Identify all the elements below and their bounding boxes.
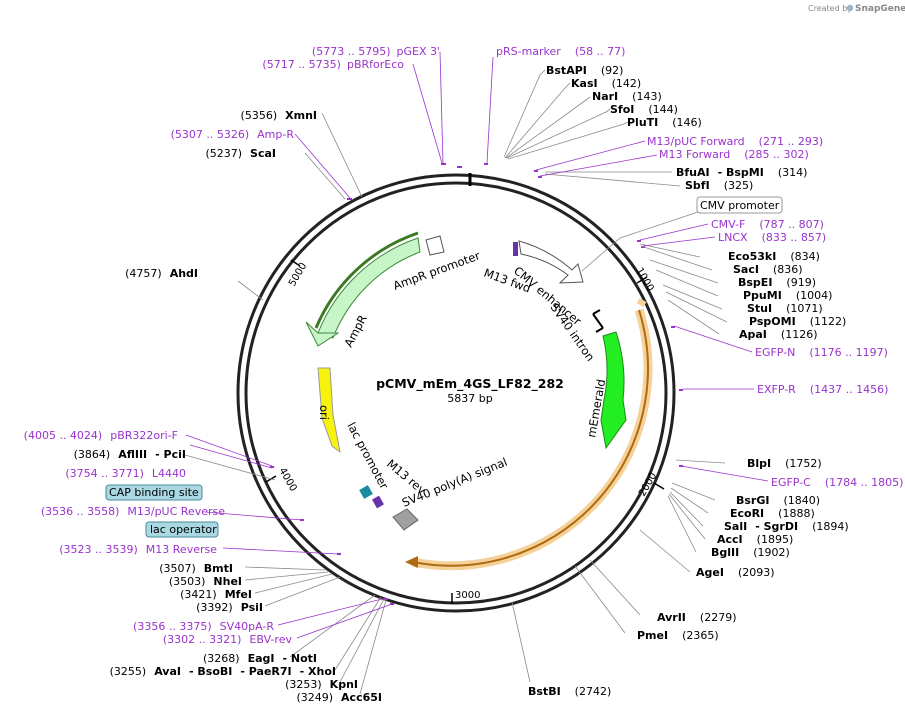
primer-leader-lines <box>185 51 769 639</box>
cmv-promoter-box[interactable] <box>696 196 783 214</box>
features <box>305 231 653 571</box>
primer-ebv-rev: (3302 .. 3321)EBV-rev <box>163 633 293 646</box>
site-blpi: BlpI(1752) <box>747 457 822 470</box>
tick-label-1000: 1000 <box>633 266 655 294</box>
plasmid-size: 5837 bp <box>447 392 492 405</box>
sv40-polya-block[interactable] <box>392 508 419 531</box>
primer-pbrforeco: (5717 .. 5735)pBRforEco <box>262 58 404 71</box>
primer-prs-marker: pRS-marker(58 .. 77) <box>496 45 625 58</box>
site-stui: StuI(1071) <box>747 302 823 315</box>
site-ppumi: PpuMI(1004) <box>743 289 832 302</box>
site-ahdi: (4757)AhdI <box>125 267 198 280</box>
ori-arrow[interactable] <box>317 367 341 454</box>
site-avai: (3255)AvaI- BsoBI- PaeR7I- XhoI <box>110 665 336 678</box>
site-sfoi: SfoI(144) <box>610 103 678 116</box>
sv40-intron-marker[interactable] <box>592 309 604 333</box>
primer-lncx: LNCX(833 .. 857) <box>718 231 826 244</box>
site-eco53ki: Eco53kI(834) <box>728 250 820 263</box>
primer-pgex-3: (5773 .. 5795)pGEX 3' <box>312 45 440 58</box>
site-nari: NarI(143) <box>592 90 662 103</box>
feature-label-ori: ori <box>317 405 331 420</box>
plasmid-name: pCMV_mEm_4GS_LF82_282 <box>376 376 564 392</box>
site-saci: SacI(836) <box>733 263 803 276</box>
primer-m13-reverse: (3523 .. 3539)M13 Reverse <box>59 543 217 556</box>
site-bsrgi: BsrGI(1840) <box>736 494 820 507</box>
backbone-inner-ring <box>244 181 668 605</box>
snapgene-logo-icon <box>846 4 854 12</box>
tick-5000 <box>290 259 301 267</box>
cap-binding-site-label: CAP binding site <box>109 486 199 499</box>
site-scai: (5237)ScaI <box>205 147 276 160</box>
site-pluti: PluTI(146) <box>627 116 702 129</box>
primer-exfp-r: EXFP-R(1437 .. 1456) <box>757 383 888 396</box>
site-acc65i: (3249)Acc65I <box>296 691 382 704</box>
site-bstbi: BstBI(2742) <box>528 685 611 698</box>
primer-cmv-f: CMV-F(787 .. 807) <box>711 218 824 231</box>
feature-label-ampr: AmpR <box>341 312 369 349</box>
orf-start <box>636 297 647 308</box>
site-agei: AgeI(2093) <box>696 566 775 579</box>
primer-l4440: (3754 .. 3771)L4440 <box>65 467 186 480</box>
site-afliii: (3864)AflIII- PciI <box>74 448 186 461</box>
site-ecori: EcoRI(1888) <box>730 507 815 520</box>
primer-pbr322ori-f: (4005 .. 4024)pBR322ori-F <box>24 429 178 442</box>
lac-operator-box[interactable] <box>145 521 219 538</box>
credit-prefix: Created by <box>808 4 852 13</box>
site-xmni: (5356)XmnI <box>241 109 317 122</box>
site-bspei: BspEI(919) <box>738 276 816 289</box>
site-acci: AccI(1895) <box>717 533 793 546</box>
site-bmti: (3507)BmtI <box>159 562 233 575</box>
primer-m13-puc-forward: M13/pUC Forward(271 .. 293) <box>647 135 823 148</box>
site-sali: SalI- SgrDI(1894) <box>724 520 849 533</box>
backbone-outer-ring <box>236 173 676 613</box>
primer-m13-forward: M13 Forward(285 .. 302) <box>659 148 809 161</box>
tick-2000 <box>653 482 665 490</box>
site-apai: ApaI(1126) <box>739 328 817 341</box>
site-bglii: BglII(1902) <box>711 546 790 559</box>
m13-rev-block[interactable] <box>372 495 384 509</box>
site-mfei: (3421)MfeI <box>180 588 252 601</box>
tick-label-3000: 3000 <box>455 590 480 601</box>
site-psii: (3392)PsiI <box>196 601 263 614</box>
enzyme-leader-lines <box>184 69 728 695</box>
site-eagi: (3268)EagI- NotI <box>203 652 317 665</box>
cap-binding-site-box[interactable] <box>105 484 203 501</box>
lac-operator-label: lac operator <box>150 523 217 536</box>
feature-label-lac-promoter: lac promoter <box>344 420 391 492</box>
site-sbfi: SbfI(325) <box>685 179 753 192</box>
tick-label-4000: 4000 <box>276 466 298 494</box>
ampr-promoter-arrow[interactable] <box>425 235 445 256</box>
credit-brand: SnapGene <box>855 4 905 14</box>
primer-egfp-n: EGFP-N(1176 .. 1197) <box>755 346 888 359</box>
primer-m13-puc-reverse: (3536 .. 3558)M13/pUC Reverse <box>41 505 225 518</box>
ampr-highlight <box>314 231 419 329</box>
cmv-promoter-label: CMV promoter <box>700 199 780 212</box>
memerald-arrow[interactable] <box>600 331 627 450</box>
site-kpni: (3253)KpnI <box>285 678 358 691</box>
primer-sv40pa-r: (3356 .. 3375)SV40pA-R <box>133 620 274 633</box>
site-bstapi: BstAPI(92) <box>546 64 623 77</box>
m13-fwd-block[interactable] <box>513 242 518 256</box>
lac-promoter-block[interactable] <box>359 485 373 499</box>
primer-amp-r: (5307 .. 5326)Amp-R <box>171 128 295 141</box>
orf-arc[interactable] <box>412 309 649 567</box>
tick-marks <box>265 259 665 604</box>
site-avrii: AvrII(2279) <box>657 611 736 624</box>
ampr-arrowhead <box>305 321 340 347</box>
orf-arrowhead <box>405 556 418 568</box>
cmv-enhancer-arrow[interactable] <box>518 240 584 284</box>
site-kasi: KasI(142) <box>571 77 641 90</box>
tick-1000 <box>636 276 648 284</box>
primer-egfp-c: EGFP-C(1784 .. 1805) <box>771 476 903 489</box>
site-pmei: PmeI(2365) <box>637 629 719 642</box>
site-bfuai: BfuAI- BspMI(314) <box>676 166 807 179</box>
site-pspomi: PspOMI(1122) <box>749 315 846 328</box>
site-nhei: (3503)NheI <box>169 575 242 588</box>
